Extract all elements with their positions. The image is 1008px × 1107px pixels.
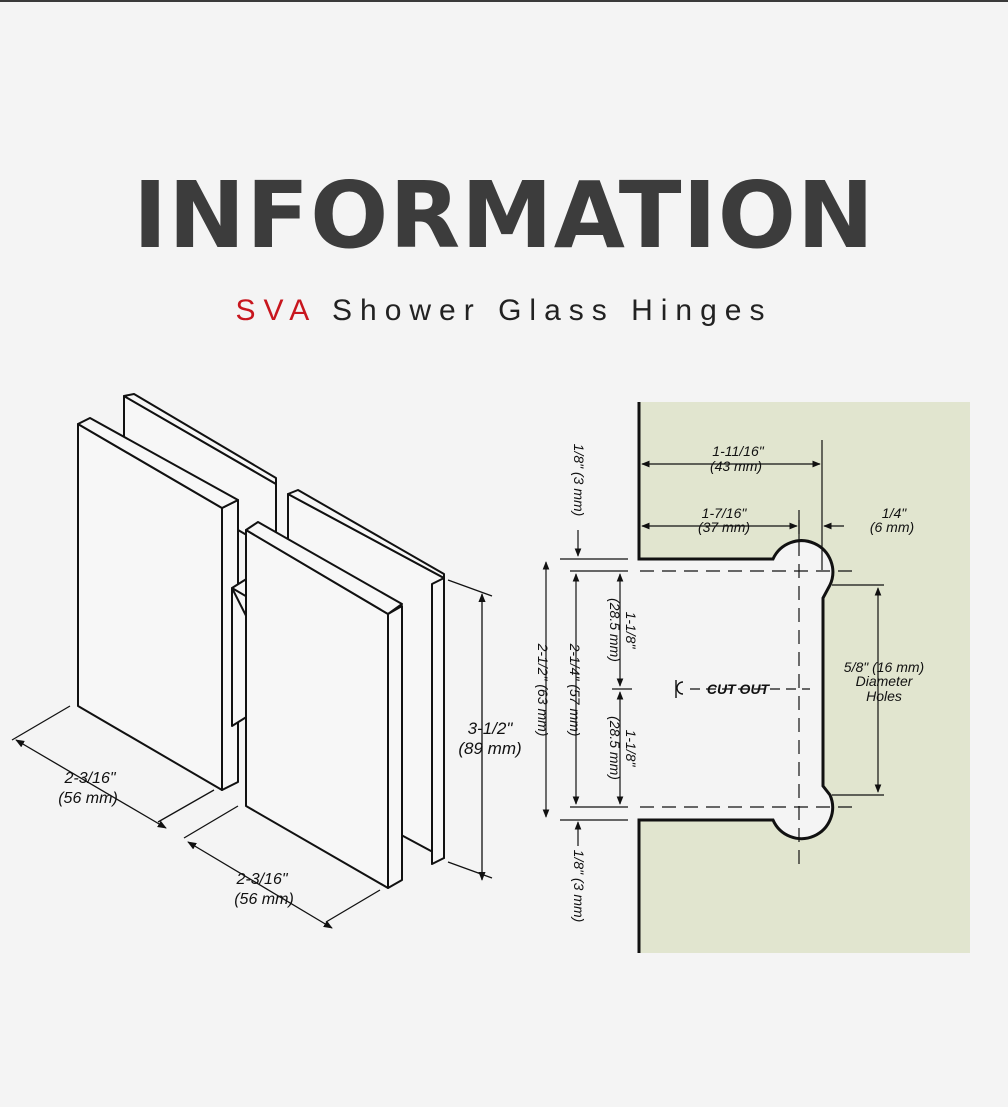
half-upper-mm: (28.5 mm) bbox=[607, 598, 623, 662]
half-lower-label: 1-1/8" bbox=[623, 730, 639, 768]
page-subtitle: SVA Shower Glass Hinges bbox=[0, 294, 1008, 328]
glass-panel bbox=[639, 402, 970, 953]
page-title: INFORMATION bbox=[133, 162, 875, 269]
iso-dimensions bbox=[11, 579, 493, 929]
iso-height-label: 3-1/2" bbox=[468, 719, 514, 738]
depth-inner-mm: (37 mm) bbox=[698, 519, 750, 535]
glass-cutout bbox=[637, 402, 970, 953]
brand-name: SVA bbox=[235, 294, 316, 327]
isometric-hinge bbox=[77, 393, 445, 889]
bottom-gap-label: 1/8" (3 mm) bbox=[571, 850, 587, 923]
iso-width-left-label: 2-3/16" bbox=[63, 770, 116, 787]
iso-height-mm: (89 mm) bbox=[458, 739, 521, 758]
edge-offset-mm: (6 mm) bbox=[870, 519, 914, 535]
left-front-plate bbox=[77, 417, 239, 791]
iso-width-right-mm: (56 mm) bbox=[234, 891, 294, 908]
iso-width-right-label: 2-3/16" bbox=[235, 871, 288, 888]
half-lower-mm: (28.5 mm) bbox=[607, 716, 623, 780]
subtitle-text: Shower Glass Hinges bbox=[332, 294, 773, 327]
depth-inner-label: 1-7/16" bbox=[702, 505, 748, 521]
depth-outer-mm: (43 mm) bbox=[710, 458, 762, 474]
hole-diameter-label: 5/8" (16 mm) bbox=[844, 659, 924, 675]
hole-holes-word: Holes bbox=[866, 688, 902, 704]
top-border bbox=[0, 0, 1008, 2]
depth-outer-label: 1-11/16" bbox=[712, 443, 764, 459]
cutout-outline bbox=[637, 402, 835, 953]
construction-lines bbox=[640, 520, 860, 868]
top-gap-label: 1/8" (3 mm) bbox=[571, 444, 587, 517]
centerline-label: CUT OUT bbox=[707, 681, 771, 697]
centerline-icon bbox=[675, 680, 684, 698]
total-span-label: 2-1/2" (63 mm) bbox=[535, 643, 551, 737]
edge-offset-label: 1/4" bbox=[882, 505, 907, 521]
center-span-label: 2-1/4" (57 mm) bbox=[567, 643, 583, 737]
right-front-plate bbox=[245, 521, 403, 889]
cutout-dimensions bbox=[542, 440, 884, 846]
hole-diameter-word: Diameter bbox=[856, 673, 914, 689]
iso-width-left-mm: (56 mm) bbox=[58, 790, 118, 807]
half-upper-label: 1-1/8" bbox=[623, 612, 639, 650]
